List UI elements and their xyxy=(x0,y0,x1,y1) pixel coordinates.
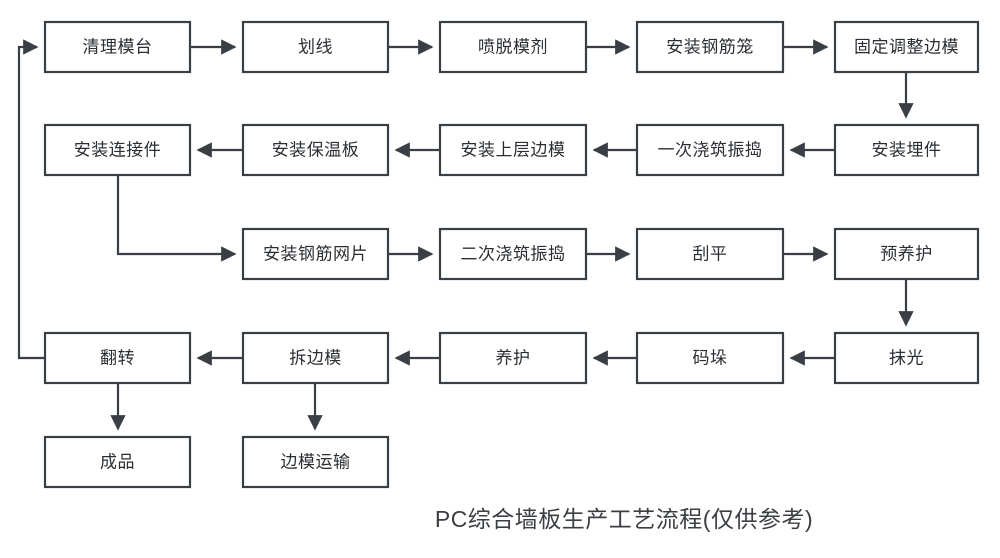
node-label: 翻转 xyxy=(100,348,135,367)
node-box[interactable] xyxy=(833,331,980,385)
node-box[interactable] xyxy=(241,227,390,281)
process-node[interactable]: 安装上层边模 xyxy=(438,123,588,177)
flow-arrow xyxy=(17,39,45,360)
node-label: 安装连接件 xyxy=(74,140,162,159)
process-node[interactable]: 二次浇筑振捣 xyxy=(438,227,588,281)
node-label: 安装钢筋笼 xyxy=(666,37,754,56)
process-node[interactable]: 抹光 xyxy=(833,331,980,385)
node-box[interactable] xyxy=(241,435,390,489)
node-box[interactable] xyxy=(635,331,785,385)
node-box[interactable] xyxy=(833,20,980,74)
node-box[interactable] xyxy=(241,20,390,74)
process-node[interactable]: 安装钢筋网片 xyxy=(241,227,390,281)
node-box[interactable] xyxy=(438,227,588,281)
process-node[interactable]: 划线 xyxy=(241,20,390,74)
node-label: 刮平 xyxy=(693,244,728,263)
node-label: 码垛 xyxy=(693,348,728,367)
process-node[interactable]: 安装保温板 xyxy=(241,123,390,177)
node-label: 划线 xyxy=(298,37,333,56)
node-box[interactable] xyxy=(635,20,785,74)
node-label: 安装埋件 xyxy=(872,140,942,159)
node-box[interactable] xyxy=(438,331,588,385)
node-box[interactable] xyxy=(438,20,588,74)
process-node[interactable]: 安装钢筋笼 xyxy=(635,20,785,74)
process-node[interactable]: 成品 xyxy=(43,435,192,489)
process-node[interactable]: 预养护 xyxy=(833,227,980,281)
node-box[interactable] xyxy=(833,123,980,177)
process-node[interactable]: 拆边模 xyxy=(241,331,390,385)
node-label: 安装上层边模 xyxy=(461,140,566,159)
process-node[interactable]: 养护 xyxy=(438,331,588,385)
process-node[interactable]: 一次浇筑振捣 xyxy=(635,123,785,177)
node-label: 安装钢筋网片 xyxy=(263,244,368,263)
node-box[interactable] xyxy=(43,331,192,385)
process-node[interactable]: 清理模台 xyxy=(43,20,192,74)
node-label: 固定调整边模 xyxy=(854,37,959,56)
node-label: 安装保温板 xyxy=(272,140,360,159)
node-label: 养护 xyxy=(496,348,531,367)
node-box[interactable] xyxy=(635,123,785,177)
node-label: 喷脱模剂 xyxy=(478,37,548,56)
node-box[interactable] xyxy=(635,227,785,281)
node-box[interactable] xyxy=(241,123,390,177)
flow-arrow xyxy=(116,175,237,262)
process-node[interactable]: 码垛 xyxy=(635,331,785,385)
process-node[interactable]: 安装连接件 xyxy=(43,123,192,177)
node-box[interactable] xyxy=(438,123,588,177)
node-label: 清理模台 xyxy=(83,37,153,56)
node-label: 成品 xyxy=(100,452,135,471)
node-box[interactable] xyxy=(241,331,390,385)
edges-layer xyxy=(17,39,914,431)
node-label: 拆边模 xyxy=(289,348,342,367)
process-node[interactable]: 边模运输 xyxy=(241,435,390,489)
node-label: 一次浇筑振捣 xyxy=(658,140,763,159)
process-node[interactable]: 喷脱模剂 xyxy=(438,20,588,74)
node-box[interactable] xyxy=(833,227,980,281)
diagram-caption: PC综合墙板生产工艺流程(仅供参考) xyxy=(435,506,813,532)
node-label: 边模运输 xyxy=(281,452,351,471)
node-label: 二次浇筑振捣 xyxy=(461,244,566,263)
node-box[interactable] xyxy=(43,123,192,177)
node-box[interactable] xyxy=(43,20,192,74)
node-box[interactable] xyxy=(43,435,192,489)
process-node[interactable]: 翻转 xyxy=(43,331,192,385)
process-node[interactable]: 刮平 xyxy=(635,227,785,281)
node-label: 预养护 xyxy=(880,244,933,263)
process-node[interactable]: 固定调整边模 xyxy=(833,20,980,74)
node-label: 抹光 xyxy=(889,348,924,367)
process-node[interactable]: 安装埋件 xyxy=(833,123,980,177)
